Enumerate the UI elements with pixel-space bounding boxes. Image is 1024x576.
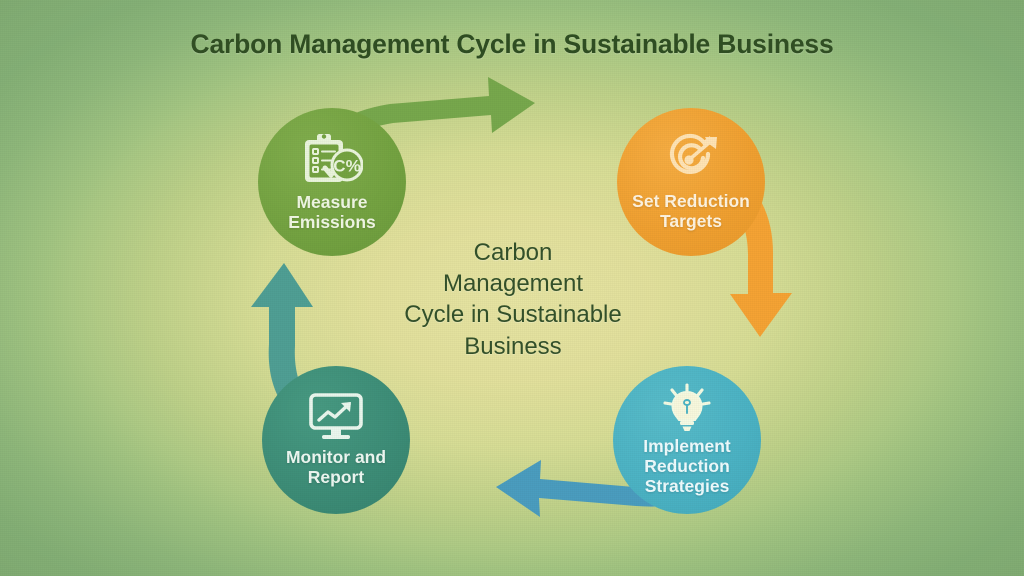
svg-text:C%: C% [333,156,360,175]
node-monitor-and-report[interactable]: Monitor and Report [262,366,410,514]
node-label-implement: Implement Reduction Strategies [643,436,731,496]
node-label-monitor: Monitor and Report [285,447,387,487]
page-title: Carbon Management Cycle in Sustainable B… [190,29,834,59]
lightbulb-idea-icon [660,383,714,433]
node-measure-emissions[interactable]: C% Measure Emissions [258,108,406,256]
arrow-measure-to-targets [286,77,535,212]
arrow-monitor-to-measure [251,263,326,430]
arrow-targets-to-implement [700,160,792,337]
target-dart-icon [662,133,720,185]
node-implement-reduction-strategies[interactable]: Implement Reduction Strategies [613,366,761,514]
monitor-chart-growth-icon [306,392,366,442]
node-label-targets: Set Reduction Targets [632,190,750,231]
center-cycle-label: Carbon Management Cycle in Sustainable B… [404,239,622,360]
node-label-measure: Measure Emissions [288,191,376,232]
node-set-reduction-targets[interactable]: Set Reduction Targets [617,108,765,256]
clipboard-checklist-carbon-percent-icon: C% [301,132,364,186]
